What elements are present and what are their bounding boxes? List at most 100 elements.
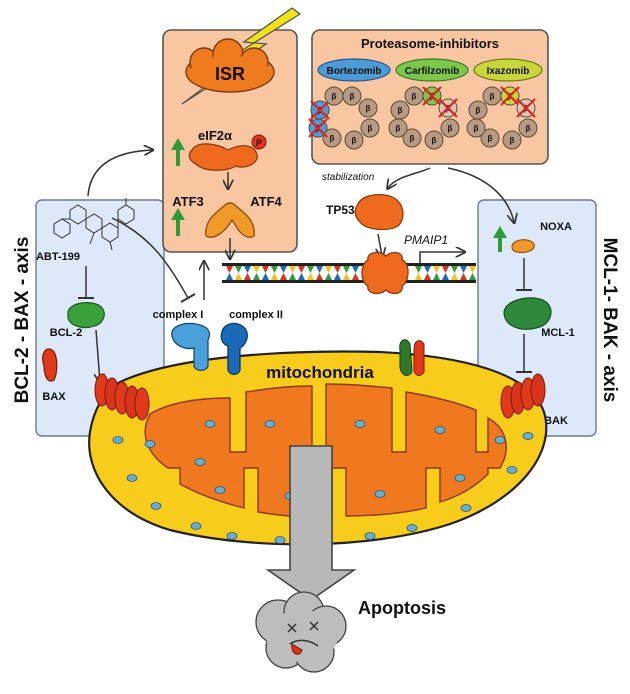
phospho-label: P — [256, 138, 262, 148]
dna-base — [433, 273, 440, 280]
dna-base — [289, 266, 296, 273]
beta-subunit — [402, 128, 422, 148]
isr-cloud-icon — [185, 38, 275, 93]
beta-subunit-label: β — [366, 104, 371, 113]
matrix-dot — [274, 536, 286, 544]
beta-subunit-label: β — [448, 124, 453, 133]
beta-subunit — [480, 128, 500, 148]
mcl1-label: MCL-1 — [541, 327, 575, 339]
stabilization-label: stabilization — [322, 172, 375, 183]
apoptosis-arrow — [265, 445, 357, 601]
inhibition-cross-icon — [308, 118, 328, 138]
dna-base — [226, 266, 233, 273]
matrix-dot — [364, 532, 376, 540]
dead-cell-icon — [255, 591, 347, 673]
dna-base — [253, 273, 260, 280]
beta-subunit-label: β — [412, 92, 417, 101]
dna-base — [442, 266, 449, 273]
beta-subunit — [344, 130, 364, 150]
matrix-dot — [150, 502, 162, 510]
beta-subunit — [424, 130, 444, 150]
dna-base — [415, 273, 422, 280]
atf4-label: ATF4 — [250, 194, 282, 209]
mitochondrion-cristae — [144, 383, 507, 519]
dna-base — [253, 266, 260, 273]
matrix-dot — [204, 420, 216, 428]
dna-base — [442, 273, 449, 280]
beta-subunit-label: β — [352, 136, 357, 145]
dna-base — [460, 266, 467, 273]
beta-subunit-label: β — [476, 106, 481, 115]
dna-base — [280, 273, 287, 280]
beta-subunit — [322, 128, 342, 148]
matrix-dot — [190, 522, 202, 530]
dna-base — [235, 273, 242, 280]
dna-base — [334, 266, 341, 273]
dna-base — [307, 273, 314, 280]
arrow-tp53-to-dna — [378, 233, 382, 256]
dna-base — [433, 266, 440, 273]
inhibition-cross-icon — [310, 100, 330, 120]
dna-backbone-top — [222, 263, 476, 266]
eif2a-protein-shape — [188, 143, 258, 171]
dna-base — [226, 273, 233, 280]
complex1-shape — [171, 322, 211, 372]
bak-label: BAK — [544, 415, 568, 427]
bortezomib-label: Bortezomib — [327, 66, 382, 77]
noxa-label: NOXA — [540, 221, 572, 233]
beta-subunit-label: β — [330, 134, 335, 143]
apoptosis-label: Apoptosis — [358, 598, 446, 618]
arrow-proteasome-to-noxa — [447, 167, 514, 222]
dna-base — [451, 273, 458, 280]
atf3-atf4-dimer-shape — [205, 202, 255, 238]
dna-base — [325, 266, 332, 273]
dna-base-pairs — [226, 266, 476, 280]
matrix-dot — [434, 426, 446, 434]
matrix-dot — [522, 432, 534, 440]
matrix-dot — [454, 474, 466, 482]
transcription-arrow — [419, 252, 464, 264]
arrow-proteasome-to-tp53 — [388, 167, 431, 188]
beta-subunit-label: β — [490, 92, 495, 101]
beta-subunit — [360, 118, 380, 138]
inhibition-abt-to-complex1 — [111, 217, 189, 299]
matrix-dot — [460, 504, 472, 512]
complex1-label: complex I — [153, 309, 204, 321]
dna-base — [298, 273, 305, 280]
mcl1-protein-shape — [503, 297, 552, 330]
bcl2-label: BCL-2 — [50, 327, 82, 339]
up-arrowhead-eif2a-icon — [171, 138, 185, 150]
dna-base — [271, 266, 278, 273]
ixazomib-pill — [473, 58, 543, 82]
dna-base — [262, 266, 269, 273]
dna-base — [235, 266, 242, 273]
dna-base — [460, 273, 467, 280]
inhibition-bcl2-to-bax — [96, 329, 100, 382]
beta-subunit-label: β — [332, 92, 337, 101]
matrix-dot — [354, 420, 366, 428]
inhibition-cross-icon — [422, 86, 442, 106]
dna-base — [352, 273, 359, 280]
dna-base — [325, 273, 332, 280]
beta-subunit — [502, 130, 522, 150]
bcl2-protein-shape — [67, 302, 105, 329]
phospho-badge — [251, 134, 267, 150]
dna-base — [244, 273, 251, 280]
beta-subunit-label: β — [432, 136, 437, 145]
matrix-dot — [226, 532, 238, 540]
dna-base — [271, 273, 278, 280]
bax-pore-shape — [94, 373, 150, 421]
proteasome-title: Proteasome-inhibitors — [361, 36, 499, 51]
complex2-shape — [220, 322, 248, 376]
dna-backbone-bottom — [222, 280, 476, 283]
beta-subunit — [358, 98, 378, 118]
beta-subunit-label: β — [510, 136, 515, 145]
ixazomib-label: Ixazomib — [487, 66, 530, 77]
dna-base — [307, 266, 314, 273]
matrix-dot — [214, 486, 226, 494]
isr-label: ISR — [215, 64, 245, 84]
inhibition-bar-complex1 — [180, 293, 196, 303]
